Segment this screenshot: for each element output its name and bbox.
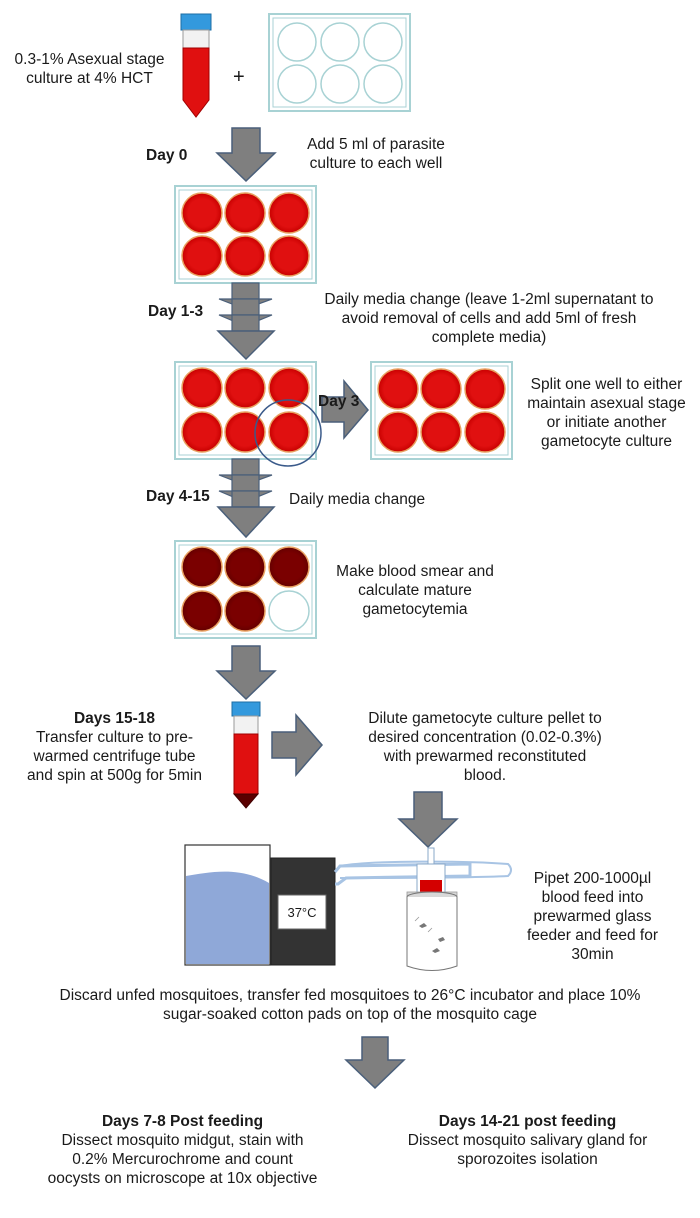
days15-18-label: Days 15-18 xyxy=(73,710,155,727)
day3-label: Day 3 xyxy=(318,393,360,410)
well xyxy=(464,411,506,453)
well xyxy=(320,22,360,62)
well xyxy=(224,192,266,234)
day4-15-label: Day 4-15 xyxy=(146,488,210,505)
day0-instruction: Add 5 ml of parasite culture to each wel… xyxy=(307,136,445,172)
well xyxy=(181,367,223,409)
well xyxy=(181,235,223,277)
days15-18-title: Days 15-18 xyxy=(2,709,227,728)
day4-15-instruction: Daily media change xyxy=(289,491,426,508)
day3-instruction: Split one well to either maintain asexua… xyxy=(527,376,686,450)
well xyxy=(268,235,310,277)
mosquito-cage xyxy=(406,891,458,971)
day1-3-label: Day 1-3 xyxy=(148,303,204,320)
well xyxy=(224,411,266,453)
well xyxy=(377,368,419,410)
well xyxy=(363,64,403,104)
smear-instruction: Make blood smear and calculate mature ga… xyxy=(336,563,494,618)
well xyxy=(420,411,462,453)
plate-split xyxy=(370,361,513,460)
well xyxy=(277,22,317,62)
well xyxy=(224,546,266,588)
well xyxy=(268,411,310,453)
well xyxy=(181,590,223,632)
well xyxy=(268,192,310,234)
well xyxy=(268,590,310,632)
salivary-title: Days 14-21 post feeding xyxy=(438,1113,617,1130)
right-arrow-dilute xyxy=(271,712,323,778)
right-arrow-day3 xyxy=(321,378,369,441)
split-well-highlight xyxy=(254,399,322,467)
down-arrow-outcome xyxy=(344,1036,406,1090)
midgut-title: Days 7-8 Post feeding xyxy=(101,1113,264,1130)
plate-gametocytes xyxy=(174,540,317,639)
plate-day3 xyxy=(174,361,322,467)
day1-3-instruction: Daily media change (leave 1-2ml supernat… xyxy=(324,291,654,346)
day0-label: Day 0 xyxy=(146,147,188,164)
plate-asexual-culture xyxy=(174,185,317,284)
empty-6-well-plate xyxy=(268,13,411,112)
glass-feeder xyxy=(406,847,458,899)
well xyxy=(224,235,266,277)
post-feeding-instruction: Discard unfed mosquitoes, transfer fed m… xyxy=(59,987,641,1023)
pipet-instruction: Pipet 200-1000µl blood feed into prewarm… xyxy=(527,870,658,963)
down-arrow-day4-15 xyxy=(216,458,276,539)
midgut-instruction: Dissect mosquito midgut, stain with 0.2%… xyxy=(47,1132,318,1187)
well xyxy=(420,368,462,410)
asexual-culture-label: 0.3-1% Asexual stage culture at 4% HCT xyxy=(14,51,165,87)
water-tubing xyxy=(333,862,472,886)
dilute-instruction: Dilute gametocyte culture pellet to desi… xyxy=(368,710,602,784)
well xyxy=(377,411,419,453)
down-arrow-days15-18 xyxy=(215,645,277,701)
well xyxy=(268,367,310,409)
centrifuge-tube xyxy=(231,701,261,809)
down-arrow-day0 xyxy=(215,127,277,183)
well xyxy=(320,64,360,104)
down-arrow-day1-3 xyxy=(216,282,276,361)
plus-sign: + xyxy=(233,66,245,88)
well xyxy=(363,22,403,62)
salivary-instruction: Dissect mosquito salivary gland for spor… xyxy=(407,1132,648,1168)
well xyxy=(181,411,223,453)
well xyxy=(181,192,223,234)
water-bath-temperature: 37°C xyxy=(287,905,317,920)
well xyxy=(181,546,223,588)
water-bath xyxy=(184,844,336,966)
well xyxy=(277,64,317,104)
well xyxy=(268,546,310,588)
culture-tube-1 xyxy=(180,13,212,118)
well xyxy=(464,368,506,410)
days15-18-instruction: Transfer culture to pre- warmed centrifu… xyxy=(27,729,202,784)
well xyxy=(224,590,266,632)
well xyxy=(224,367,266,409)
down-arrow-feeder xyxy=(397,791,459,849)
